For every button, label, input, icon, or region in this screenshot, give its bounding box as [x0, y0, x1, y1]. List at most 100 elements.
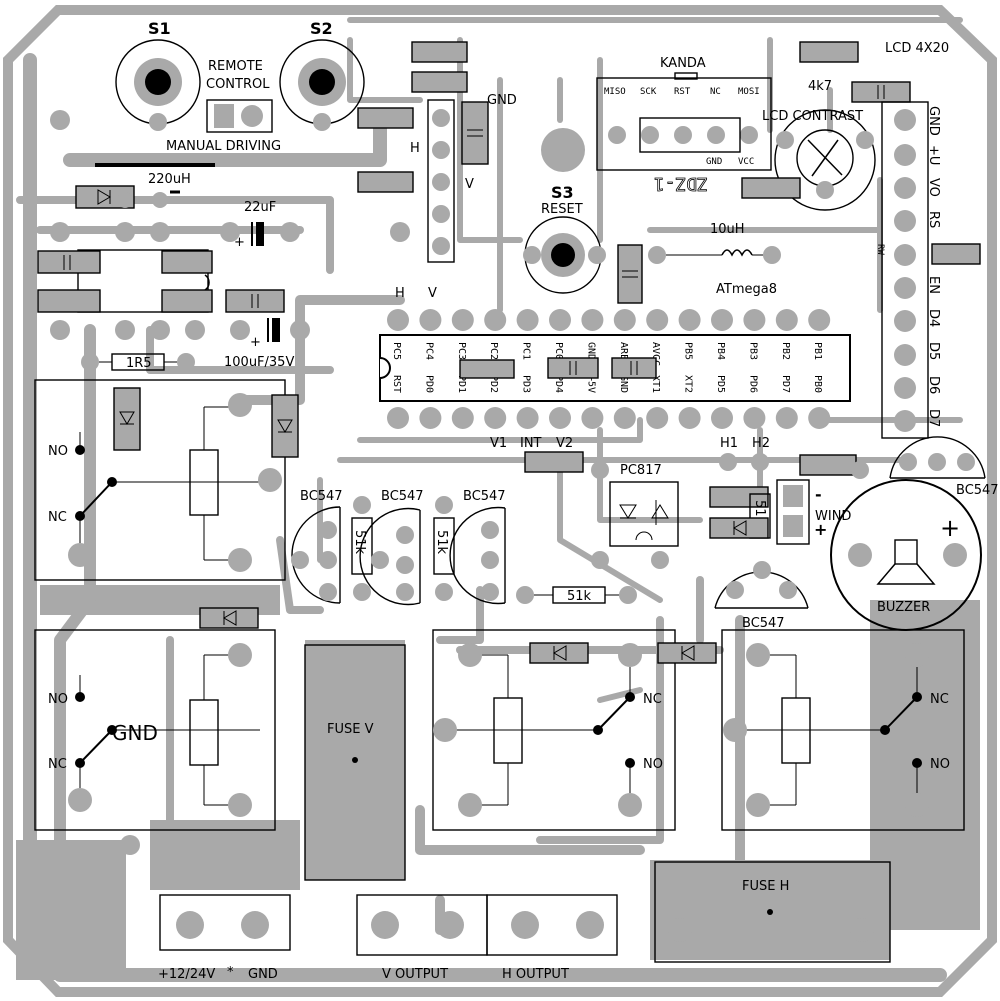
mcu-bottom-pin-labels: RST PD0 PD1 PD2 PD3 PD4 +5V GND XT1 XT2 …	[391, 375, 823, 393]
relay1-no-label: NO	[48, 444, 68, 459]
transistor-bc547-4	[714, 561, 809, 609]
lcd-pin-vo: VO	[926, 178, 941, 197]
cap-near-regulator	[225, 289, 285, 313]
lcd-header-outline	[881, 101, 929, 439]
relay2-no-label: NO	[48, 692, 68, 707]
kanda-nc-label: NC	[710, 87, 721, 97]
s3-label: S3	[551, 183, 574, 202]
mcu-pad-top	[613, 309, 636, 331]
int-label: INT	[520, 436, 542, 451]
mcu-pin-xt1: XT1	[650, 375, 661, 393]
mcu-pin-pd5: PD5	[715, 375, 726, 393]
diode-wind	[709, 517, 769, 539]
h-output-label: H OUTPUT	[502, 967, 569, 982]
resistor-1r5-label: 1R5	[126, 356, 152, 371]
mcu-pin-pd7: PD7	[780, 375, 791, 393]
mcu-pin-pb2: PB2	[780, 342, 791, 360]
buzzer	[830, 479, 982, 631]
remote-jumper[interactable]	[206, 99, 273, 133]
v-output-label: V OUTPUT	[382, 967, 448, 982]
s2-label: S2	[310, 19, 333, 38]
mcu-pin-pb4: PB4	[715, 342, 726, 360]
mcu-pin-pd0: PD0	[423, 375, 434, 393]
mcu-pad-top	[775, 309, 798, 331]
kanda-rst-label: RST	[674, 87, 691, 97]
v-mcu-label: V	[428, 286, 437, 301]
inductor-10uh	[648, 246, 781, 264]
transistor-bc547-5	[889, 436, 986, 479]
contrast-trimmer[interactable]	[774, 109, 876, 211]
mcu-pad-top	[581, 309, 604, 331]
h-mcu-label: H	[395, 286, 405, 301]
cap-100uf-label: 100uF/35V	[224, 355, 294, 370]
lcd-contrast-label: LCD CONTRAST	[762, 109, 863, 124]
mcu-top-pin-labels: PC5 PC4 PC3 PC2 PC1 PC0 GND AREF AVCC PB…	[391, 342, 823, 366]
h1-label: H1	[720, 436, 738, 451]
mcu-pad-bottom	[516, 407, 539, 429]
mcu-pin-pd4: PD4	[553, 375, 564, 393]
switch-s3[interactable]	[523, 128, 606, 294]
relay2-gnd-label: GND	[112, 721, 158, 745]
svg-text:+: +	[250, 335, 261, 350]
terminal-v-output[interactable]	[356, 894, 488, 956]
kanda-label: KANDA	[660, 56, 706, 71]
res-int	[525, 452, 583, 472]
terminal-h-output[interactable]	[486, 894, 618, 956]
mcu-pad-bottom	[613, 407, 636, 429]
kanda-miso-label: MISO	[604, 87, 626, 97]
res-51k-a-label: 51k	[352, 530, 367, 555]
misc-pads	[50, 110, 869, 569]
pad-row-mid-left	[50, 320, 310, 340]
mcu-pad-top	[808, 309, 831, 331]
wind-connector[interactable]	[776, 479, 810, 545]
mcu-pin-pb5: PB5	[683, 342, 694, 360]
lcd-title-label: LCD 4X20	[885, 41, 949, 56]
mcu-pad-bottom	[484, 407, 507, 429]
v1-label: V1	[490, 436, 507, 451]
mcu-pad-top	[678, 309, 701, 331]
mcu-atmega8	[379, 334, 851, 402]
cap-22uf: +	[234, 222, 264, 250]
lcd-pin-rs: RS	[926, 211, 941, 228]
reset-label: RESET	[541, 202, 583, 217]
lcd-pin-d7: D7	[926, 409, 941, 427]
transistor-bc547-3	[449, 506, 506, 605]
kanda-mosi-label: MOSI	[738, 87, 760, 97]
mcu-pin-pd2: PD2	[488, 375, 499, 393]
buzzer-plus: +	[940, 514, 960, 542]
switch-s1[interactable]	[115, 39, 201, 131]
lcd-header-pads[interactable]	[894, 109, 916, 432]
switch-s2[interactable]	[279, 39, 365, 131]
terminal-power-label: +12/24V	[158, 967, 215, 982]
inductor-220uh-label: 220uH	[148, 172, 191, 187]
terminal-power[interactable]	[159, 894, 291, 951]
res-lcd-side	[932, 244, 980, 264]
mcu-pin-xt2: XT2	[683, 375, 694, 393]
relay2-nc-label: NC	[48, 757, 67, 772]
kanda-key	[674, 72, 698, 80]
mcu-pad-bottom	[549, 407, 571, 429]
mcu-pad-top	[711, 309, 733, 331]
res-right-mid	[800, 455, 856, 475]
relay-1	[34, 379, 299, 581]
kanda-vcc-label: VCC	[738, 157, 754, 167]
copper-fills	[16, 585, 980, 980]
lcd-pin-d5: D5	[926, 342, 941, 360]
manual-driving-label: MANUAL DRIVING	[166, 139, 281, 154]
lcd-pin-gnd: GND	[926, 106, 941, 136]
transistor-bc547-1	[291, 506, 341, 604]
relay3-nc-label: NC	[643, 692, 662, 707]
fuse-h	[654, 861, 891, 963]
control-label: CONTROL	[206, 77, 270, 92]
mcu-pin-avcc: AVCC	[650, 342, 661, 366]
relay1-nc-label: NC	[48, 510, 67, 525]
kanda-header[interactable]	[596, 77, 772, 171]
wind-label: WIND	[815, 509, 851, 524]
mcu-pad-top	[451, 309, 474, 331]
mcu-pin-aref: AREF	[618, 342, 629, 366]
mcu-pin-pc0: PC0	[553, 342, 564, 360]
buzzer-label: BUZZER	[877, 600, 930, 615]
mcu-pads	[387, 309, 831, 429]
cap-mcu-2	[611, 357, 657, 379]
